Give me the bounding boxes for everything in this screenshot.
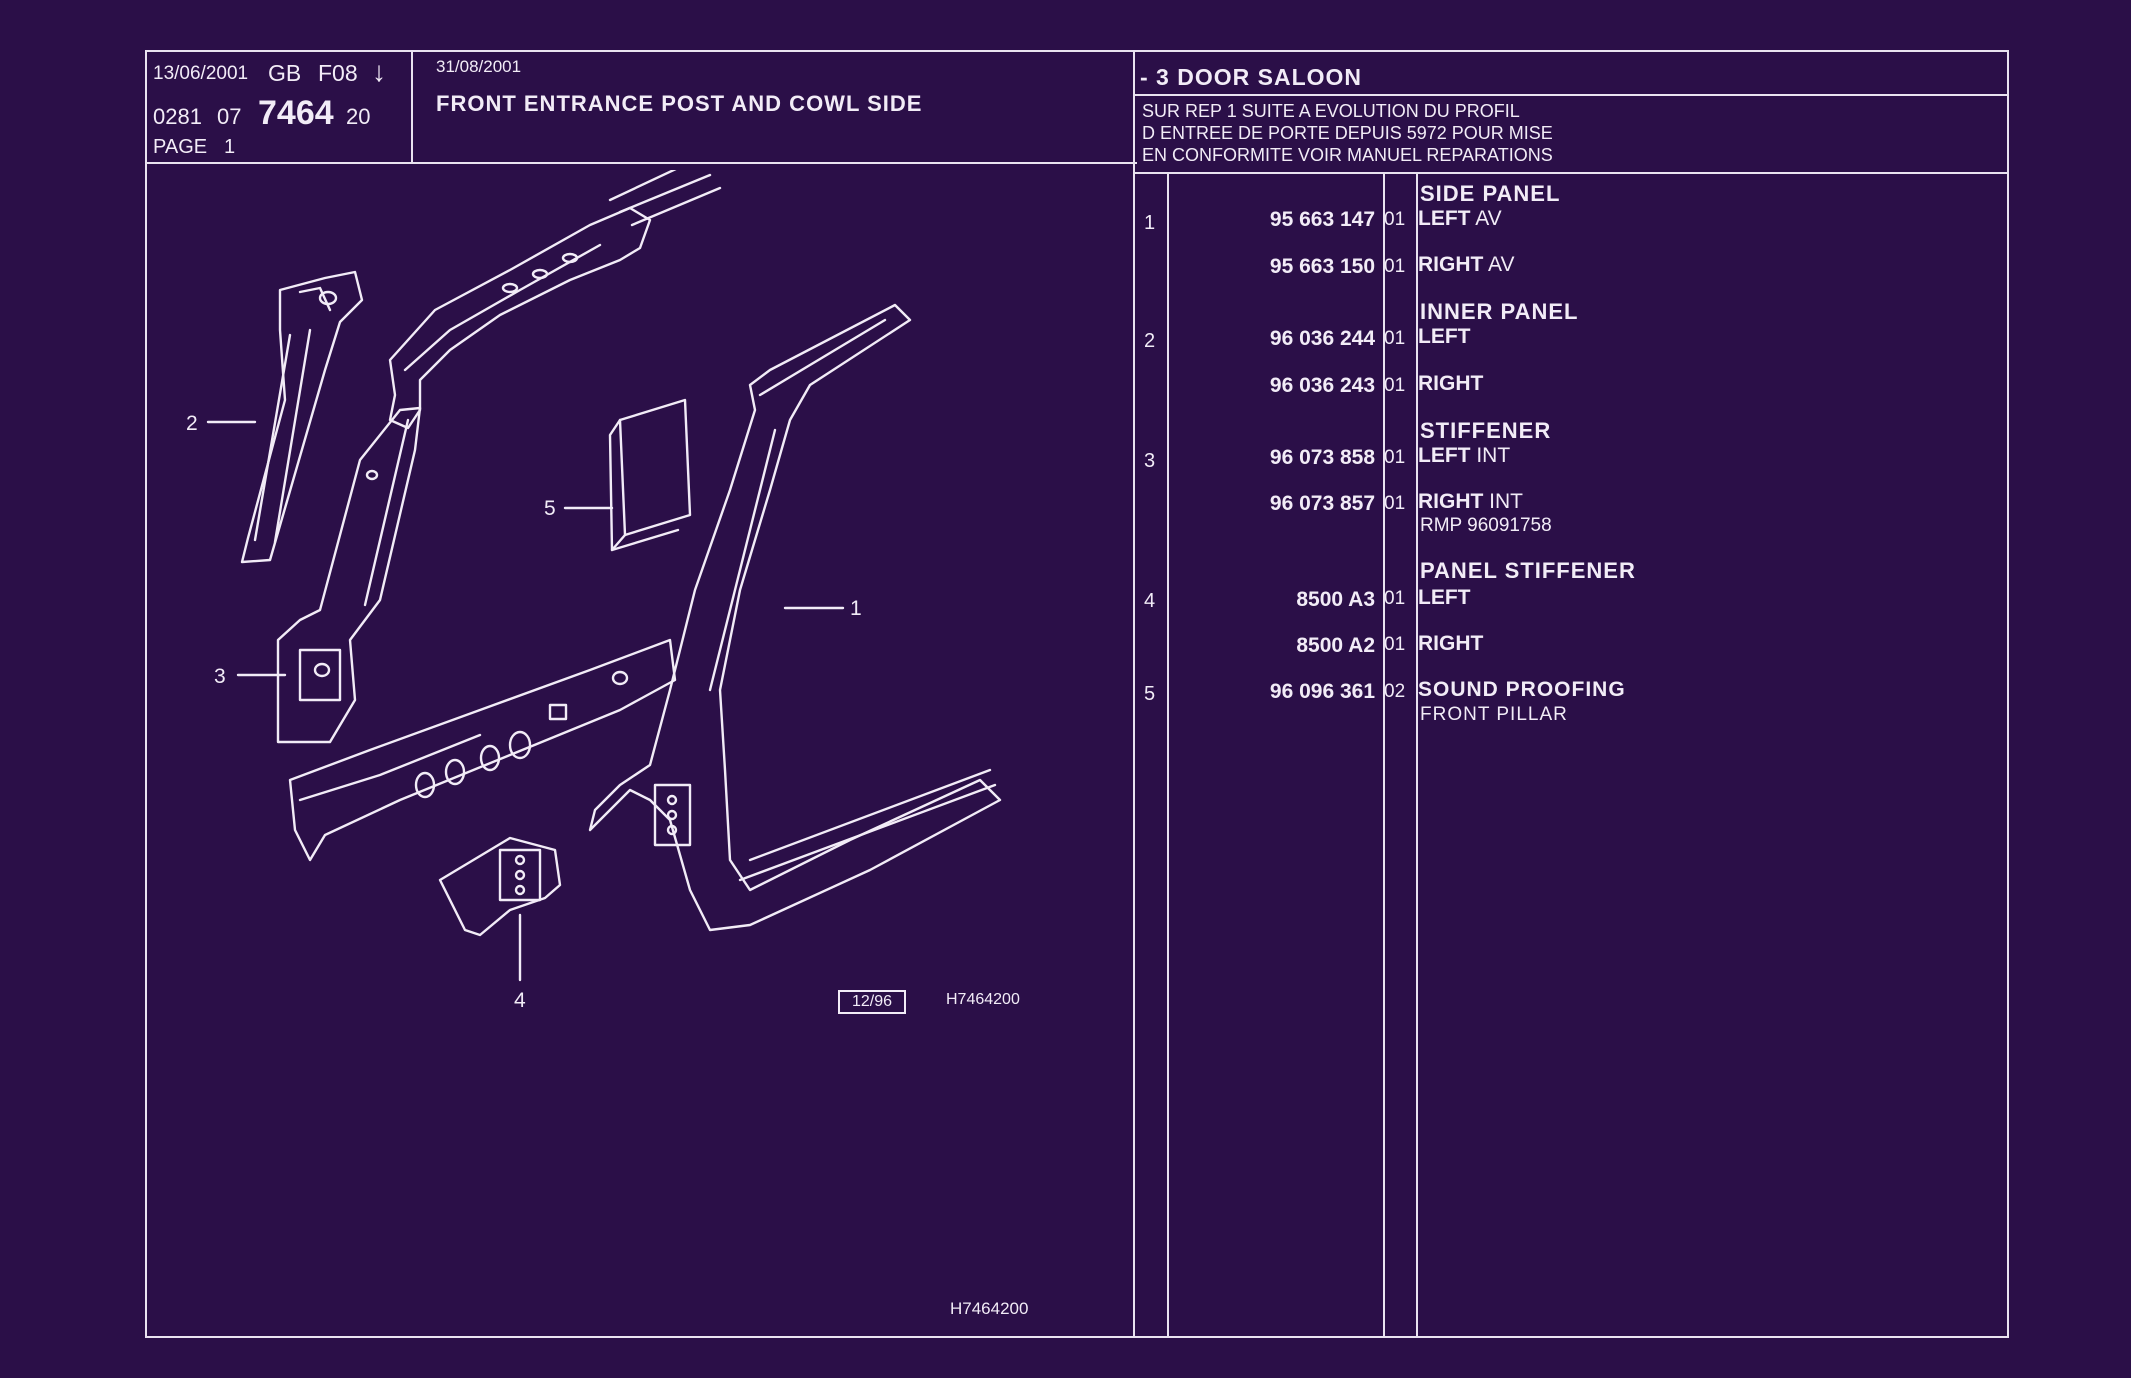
callout-2: 2 [186,412,198,435]
header-ref-b: 07 [217,104,242,129]
part-1-side-panel [588,303,1002,932]
header-lang: GB [268,60,302,86]
row-variant: 02 [1384,681,1406,702]
row-ref: 2 [1144,330,1156,352]
note-line-2: D ENTREE DE PORTE DEPUIS 5972 POUR MISE [1142,123,1553,143]
row-part-number: 8500 A3 [1296,588,1375,611]
row-description: RIGHT [1418,372,1483,396]
row-suffix: INT [1489,490,1523,513]
row-part-number: 96 073 857 [1269,492,1375,515]
row-part-number: 8500 A2 [1296,634,1375,657]
list-col-var [1383,172,1385,1338]
header-page-num: 1 [224,136,236,158]
row-side: RIGHT [1418,490,1484,513]
page-title: FRONT ENTRANCE POST AND COWL SIDE [436,91,923,116]
row-part-number: 95 663 150 [1269,255,1375,278]
row-part-number: 96 036 243 [1269,374,1375,397]
header-ref-c: 20 [346,104,371,129]
note-line-1: SUR REP 1 SUITE A EVOLUTION DU PROFIL [1142,101,1520,121]
diagram-ref-code: H7464200 [946,991,1020,1008]
header-date-mid: 31/08/2001 [436,57,522,76]
callout-5: 5 [544,497,556,520]
row-side: LEFT [1418,207,1471,230]
part-5-sound-proofing [608,398,692,552]
part-4-panel-stiffener [438,836,562,937]
row-suffix: AV [1475,207,1502,230]
row-ref: 3 [1144,450,1156,472]
part-cowl-side [288,638,677,862]
header-ref-a: 0281 [153,104,202,129]
row-variant: 01 [1384,493,1406,514]
row-ref: 5 [1144,683,1156,705]
row-side: SOUND PROOFING [1418,678,1626,701]
header-page-label: PAGE [153,136,208,158]
row-part-number: 96 096 361 [1269,680,1375,703]
callout-1: 1 [850,597,862,620]
rmp-note: RMP 96091758 [1420,515,1552,536]
row-variant: 01 [1384,328,1406,349]
row-variant: 01 [1384,588,1406,609]
row-description: LEFT INT [1418,444,1510,468]
row-variant: 01 [1384,447,1406,468]
row-description: LEFT [1418,325,1471,349]
part-upper-rail [388,158,722,430]
row-side: RIGHT [1418,372,1484,395]
part-2-inner-panel [240,270,364,564]
revision-stamp: 12/96 [838,990,906,1014]
parts-drawing [206,158,1002,982]
row-description: RIGHT [1418,632,1483,656]
row-variant: 01 [1384,209,1406,230]
row-description: RIGHT AV [1418,253,1514,277]
row-description: SOUND PROOFING [1418,678,1626,702]
row-side: LEFT [1418,444,1471,467]
footer-ref-code: H7464200 [950,1299,1029,1318]
header-code: F08 [318,60,358,86]
down-arrow-icon: ↓ [372,56,386,87]
exploded-diagram [150,158,1130,1130]
part-3-stiffener [276,406,422,744]
row-description: RIGHT INT [1418,490,1523,514]
parts-sheet [145,50,2009,1338]
row-part-number: 96 073 858 [1269,446,1375,469]
row-ref: 1 [1144,212,1156,234]
header-divider-right [1133,94,2009,96]
row-suffix: AV [1488,253,1515,276]
list-col-ref [1167,172,1169,1338]
front-pillar-note: FRONT PILLAR [1420,704,1568,725]
row-part-number: 95 663 147 [1269,208,1375,231]
diagram-list-divider [1133,50,1135,1338]
category-stiffener: STIFFENER [1420,418,1552,443]
callout-3: 3 [214,665,226,688]
callout-4: 4 [514,989,526,1012]
row-part-number: 96 036 244 [1269,327,1375,350]
row-description: LEFT [1418,586,1471,610]
row-side: RIGHT [1418,632,1484,655]
header-divider [145,162,1137,164]
row-side: RIGHT [1418,253,1484,276]
header-date-left: 13/06/2001 [153,63,249,84]
model-title: - 3 DOOR SALOON [1140,64,1363,90]
row-variant: 01 [1384,634,1406,655]
header-col-divider [411,50,413,164]
row-side: LEFT [1418,586,1471,609]
row-variant: 01 [1384,375,1406,396]
row-ref: 4 [1144,590,1156,612]
category-panel-stiffener: PANEL STIFFENER [1420,558,1636,583]
row-description: LEFT AV [1418,207,1502,231]
header-ref-main: 7464 [258,94,334,132]
list-col-desc [1416,172,1418,1338]
notes-divider [1133,172,2009,174]
row-variant: 01 [1384,256,1406,277]
row-side: LEFT [1418,325,1471,348]
note-line-3: EN CONFORMITE VOIR MANUEL REPARATIONS [1142,145,1553,165]
category-side-panel: SIDE PANEL [1420,181,1561,206]
row-suffix: INT [1476,444,1511,467]
category-inner-panel: INNER PANEL [1420,299,1579,324]
